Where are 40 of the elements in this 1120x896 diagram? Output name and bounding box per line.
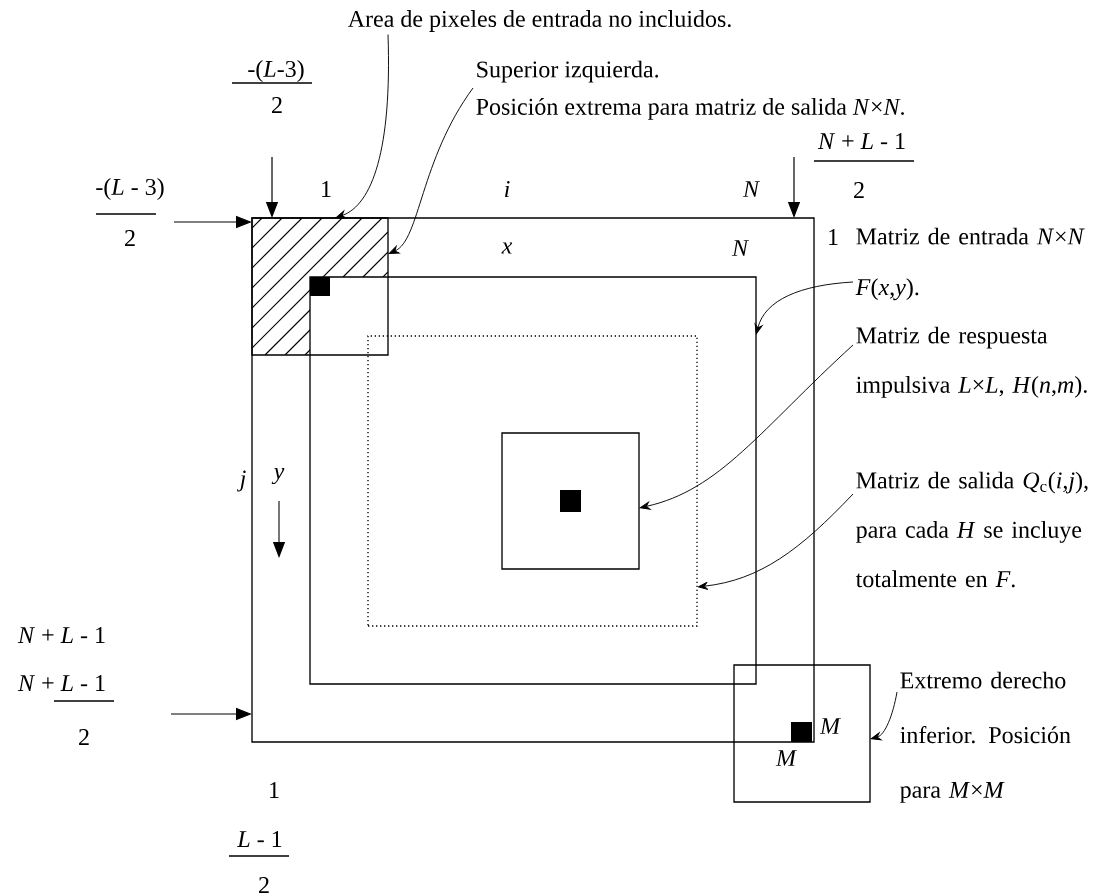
matrix-box [251,217,815,743]
index-label: 2 [79,729,89,745]
index-label: 2 [125,230,135,246]
index-label: L - 1 [237,831,282,847]
index-label: M [819,718,842,734]
index-label: 2 [854,182,864,198]
hatched-square [251,217,389,356]
index-label: N + L - 1 [17,627,105,643]
index-label: 1 [829,229,838,245]
index-label: 1 [270,782,279,798]
dotted-box [367,335,698,627]
callout-text: Matriz de respuesta impulsiva L×L, H(n,m). [856,326,1087,398]
index-label: N + L - 1 [17,675,105,691]
callout-text: Matriz de entrada N×N F(x,y). [855,227,1085,301]
kernel-box [501,432,640,570]
index-label: 2 [259,877,269,893]
index-label: j [237,470,246,492]
callout-text: Superior izquierda. Posición extrema para matriz de salida N×N. [476,60,904,120]
leader-line [335,34,389,219]
callout-text: Matriz de salida Q$_{c}$(i,j), para cada H se incluye totalmente en F. [855,471,1088,588]
matrix-box [309,276,757,685]
index-label: x [501,242,513,254]
kernel-box [733,664,871,803]
index-label: N [742,181,761,197]
index-label: -(L-3) [248,60,304,82]
index-label: i [505,181,510,197]
index-label: N + L - 1 [817,133,905,149]
leader-line [870,691,898,741]
leader-line [639,344,854,510]
index-label: y [271,467,285,485]
callout-text: Area de pixeles de entrada no incluidos. [347,10,731,32]
index-label: M [775,750,798,766]
index-label: -(L - 3) [96,178,164,200]
leader-line [754,281,854,335]
index-label: N [731,240,750,256]
leader-line [388,87,474,254]
index-label: 2 [272,97,282,113]
index-label: 1 [322,181,331,197]
callout-text: Extremo derecho inferior. Posición para M×M [900,671,1071,803]
leader-line [697,493,854,590]
